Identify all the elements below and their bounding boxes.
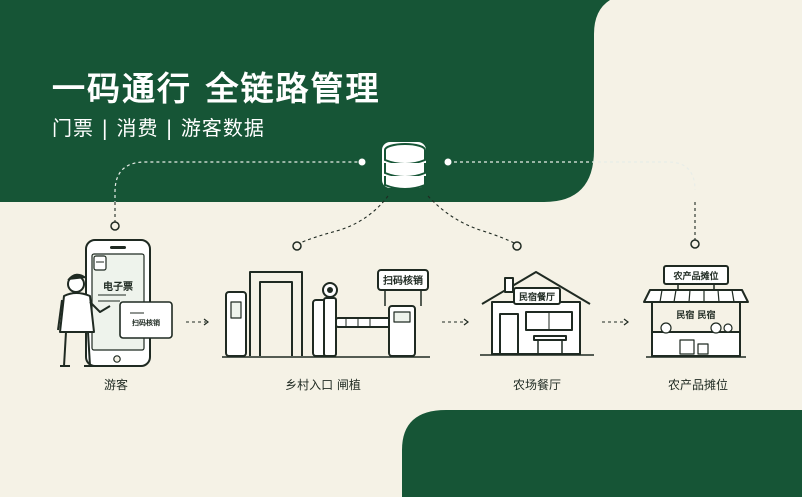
link-tourist-top — [114, 161, 362, 210]
arrow-head-2 — [463, 318, 469, 326]
restaurant-roof — [481, 271, 591, 305]
dot-restaurant — [512, 241, 522, 251]
dot-tourist — [110, 221, 120, 231]
stage-label-restaurant: 农场餐厅 — [512, 378, 562, 392]
phone-ticket-label: 电子票 — [103, 280, 133, 293]
stall-sign-label: 农产品摊位 — [672, 270, 718, 282]
link-restaurant — [427, 195, 517, 245]
stall-awning — [643, 289, 749, 303]
stage-label-stall: 农产品摊位 — [667, 378, 729, 392]
footer-block — [402, 410, 802, 497]
dot-gate — [292, 241, 302, 251]
arrow-head-3 — [623, 318, 629, 326]
stage-label-tourist: 游客 — [103, 378, 129, 392]
ticket-card — [119, 301, 173, 339]
restaurant-sign-label: 民宿餐厅 — [519, 291, 555, 303]
arrow-heads — [203, 318, 629, 326]
stall-illustration — [643, 265, 749, 358]
header-banner — [0, 0, 610, 202]
gate-illustration — [222, 269, 430, 358]
connection-lines — [114, 161, 696, 210]
tourist-illustration — [57, 239, 173, 367]
arrow-head-1 — [203, 318, 209, 326]
gate-barrier — [335, 317, 393, 328]
card-label: 扫码核销 — [132, 318, 160, 327]
restaurant-door — [499, 313, 519, 355]
stage-label-gate: 乡村入口 闸植 — [285, 378, 361, 392]
restaurant-sign — [513, 287, 561, 305]
connection-lines-lower — [114, 195, 696, 323]
link-stall-top — [448, 161, 696, 191]
database-icon — [382, 142, 426, 190]
gate-sign — [377, 269, 429, 291]
headline: 一码通行 全链路管理 — [52, 69, 381, 108]
dot-top-left — [358, 158, 366, 166]
stall-sign — [663, 265, 729, 285]
connection-dots — [110, 158, 700, 251]
stall-awning-label: 民宿 民宿 — [676, 309, 715, 321]
dot-top-right — [444, 158, 452, 166]
stall-counter — [651, 331, 741, 357]
link-gate — [297, 195, 389, 245]
dot-stall — [690, 239, 700, 249]
subheadline: 门票 | 消费 | 游客数据 — [52, 116, 265, 140]
restaurant-illustration — [480, 271, 594, 356]
gate-sign-label: 扫码核销 — [383, 274, 423, 287]
metal-detector — [249, 271, 303, 356]
